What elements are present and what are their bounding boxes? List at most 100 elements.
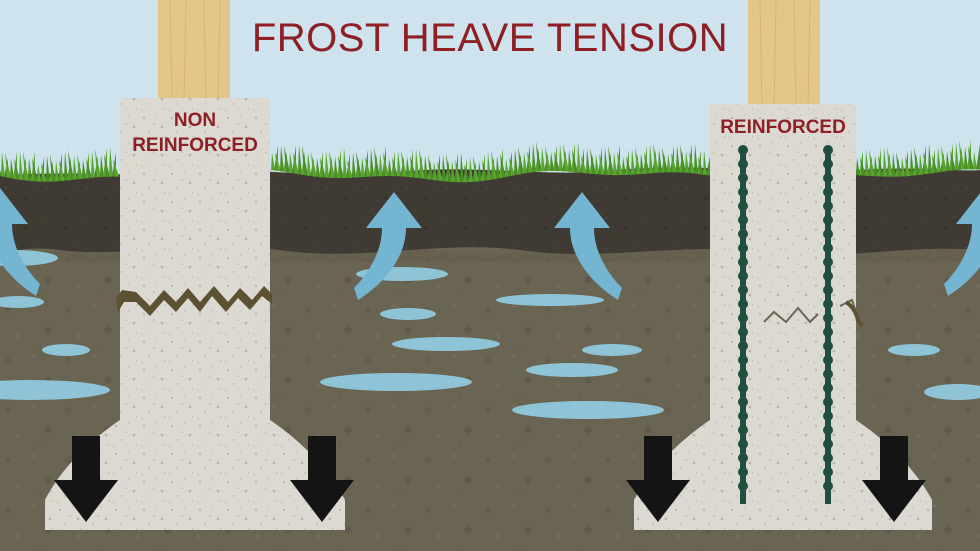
grass-blade [347,159,353,178]
rebar-rib [823,201,833,211]
grass-blade [973,151,977,170]
grass-blade [401,149,407,177]
crack-icon [116,286,272,316]
grass-blade [496,155,500,179]
water-pocket [526,363,618,377]
grass-blade [514,148,518,175]
grass-blade [523,152,527,174]
grass-blade [937,147,941,173]
grass-blade [73,155,77,180]
down-arrow-icon [54,436,118,522]
grass-blade [626,155,632,175]
grass-blade [505,158,509,177]
grass-blade [325,150,329,178]
rebar-rib [823,159,833,169]
grass-blade [554,151,560,172]
grass-blade [14,158,20,180]
grass-blade [568,149,572,172]
grass-blade [95,149,101,178]
load-arrows [54,436,926,522]
grass-blade [500,153,506,178]
grass-blade [946,150,950,171]
rebar-rib [738,299,748,309]
rebar-rib [823,481,833,491]
grass-blade [941,145,947,172]
grass-blade [32,157,38,182]
grass-blade [892,152,896,177]
grass-blade [572,149,578,173]
grass-blade [109,146,113,177]
water-pocket [0,380,110,400]
rebar-rib [823,341,833,351]
grass-blade [883,147,887,177]
grass-blade [667,153,671,173]
grass-blade [559,144,563,172]
grass-blade [509,156,515,176]
label-line: REINFORCED [720,117,846,138]
grass-blade [343,147,347,178]
grass-blade [914,147,920,176]
grass [0,139,980,183]
rebar-rib [738,187,748,197]
grass-blade [397,150,401,177]
grass-blade [437,160,443,181]
grass-blade [482,159,488,181]
grass-blade [68,149,74,180]
grass-blade [307,151,311,176]
grass-blade [379,153,383,177]
grass-blade [365,155,371,177]
grass-blade [950,149,956,171]
grass-blade [289,151,293,173]
rebar-rib [823,299,833,309]
grass-blade [545,146,551,172]
water-pocket [512,401,664,419]
grass-blade [383,152,389,177]
grass-blade [932,154,938,173]
grass-blade [50,154,56,182]
rebar-rib [823,271,833,281]
grass-blade [451,159,455,182]
rebar-rib [738,243,748,253]
grass-blade [550,151,554,171]
page-title: FROST HEAVE TENSION [252,16,728,60]
grass-blade [617,151,623,176]
concrete-footing [634,104,932,530]
grass-blade [595,154,599,175]
rebar-rib [823,187,833,197]
water-pocket [888,344,940,356]
rebar-rib [738,173,748,183]
grass-blade [77,153,83,179]
grass-blade [541,147,545,172]
rebar-group [738,145,833,504]
grass-blade [302,145,308,176]
grass-blade [536,141,542,172]
water-pocket [924,384,980,400]
rebar-rib [823,411,833,421]
rebar-rib [823,327,833,337]
rebar-rib [823,355,833,365]
grass-blade [910,148,914,176]
grass-blade [37,163,41,182]
rebar-rod [740,146,746,504]
grass-blade [316,157,320,177]
grass-blade [640,152,644,174]
rebar-rib [738,327,748,337]
grass-blade [428,154,434,180]
grass-blade [271,152,275,171]
rebar-rib [738,369,748,379]
grass-blade [532,143,536,173]
concrete-footing [45,98,345,530]
grass-blade [968,145,974,170]
grass-blade [275,151,281,171]
rebar-rib [738,425,748,435]
grass-blade [905,155,911,176]
grass-blade [298,145,302,175]
grass-blade [415,148,419,178]
rebar-rib [823,425,833,435]
grass-blade [46,155,50,182]
grass-blade [680,144,686,173]
grass-blade [356,151,362,178]
footing-reinforced: REINFORCED [634,104,932,530]
rebar-rib [738,271,748,281]
rebar-rib [738,341,748,351]
